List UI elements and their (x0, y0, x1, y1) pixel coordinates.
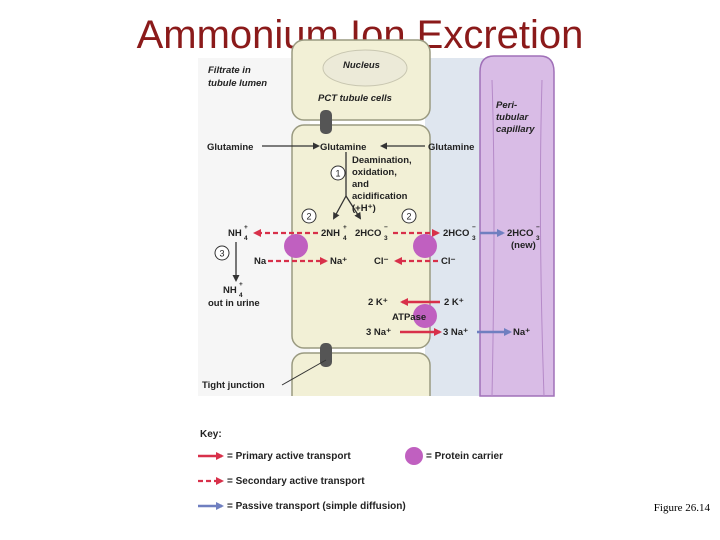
filtrate-label-line1: Filtrate in (208, 65, 251, 76)
nucleus-shape (322, 49, 408, 87)
cl-cell-label: Cl⁻ (374, 256, 389, 267)
hco3-interstitium-sub: 3 (472, 235, 476, 242)
peritubular-label-line2: tubular (496, 112, 529, 123)
nh4-lumen-sup: + (244, 224, 248, 231)
deamination-label-line1: Deamination, (352, 155, 412, 166)
atpase-pump (413, 304, 437, 328)
hco3-blood-text: 2HCO (507, 228, 533, 239)
deamination-to-hco3-arrow (345, 195, 362, 220)
step-2-right-marker: 2 (401, 208, 417, 224)
protein-carrier-apical (284, 234, 308, 258)
cl-interstitium-label: Cl⁻ (441, 256, 456, 267)
nh4-cell-label: 2NH 4 + (321, 224, 347, 242)
step-3-number: 3 (220, 249, 225, 259)
tight-junction-top (320, 110, 332, 134)
tight-junction-leader-line (281, 359, 327, 386)
atpase-label: ATPase (392, 312, 426, 323)
key-passive-label: = Passive transport (simple diffusion) (227, 501, 406, 512)
nucleus-label: Nucleus (343, 60, 380, 71)
nh4-urine-text: NH (223, 285, 237, 296)
key-primary-label: = Primary active transport (227, 451, 351, 462)
hco3-interstitium-sup: − (472, 224, 476, 231)
nh4-cell-text: 2NH (321, 228, 340, 239)
key-secondary-label: = Secondary active transport (227, 476, 365, 487)
hco3-new-label: (new) (511, 240, 536, 251)
deamination-label-line5: (+H⁺) (352, 203, 376, 214)
key-carrier-label: = Protein carrier (426, 451, 503, 462)
hco3-cell-label: 2HCO 3 − (355, 224, 388, 242)
glutamine-interstitium-label: Glutamine (428, 142, 474, 153)
key-protein-carrier-swatch (405, 447, 423, 465)
nh4-cell-sub: 4 (343, 235, 347, 242)
nh4-lumen-label: NH 4 + (228, 224, 248, 242)
peritubular-label-line3: capillary (496, 124, 535, 135)
hco3-blood-sup: − (536, 224, 540, 231)
k-interstitium-label: 2 K⁺ (444, 297, 464, 308)
deamination-label-line4: acidification (352, 191, 408, 202)
diagram-lower-mask (198, 396, 558, 426)
key-heading: Key: (200, 429, 222, 440)
hco3-cell-sup: − (384, 224, 388, 231)
nh4-urine-sup: + (239, 281, 243, 288)
hco3-blood-sub: 3 (536, 235, 540, 242)
glutamine-lumen-label: Glutamine (207, 142, 253, 153)
nh4-urine-sub: 4 (239, 292, 243, 299)
step-1-number: 1 (336, 169, 341, 179)
out-in-urine-label: out in urine (208, 298, 260, 309)
capillary-inner-wall (491, 79, 545, 397)
na-blood-label: Na⁺ (513, 327, 530, 338)
na3-interstitium-label: 3 Na⁺ (443, 327, 468, 338)
deamination-label-line2: oxidation, (352, 167, 397, 178)
nh4-urine-label: NH 4 + (223, 281, 243, 299)
na-lumen-label: Na (254, 256, 267, 267)
deamination-to-nh4-arrow (333, 195, 347, 220)
deamination-label-line3: and (352, 179, 369, 190)
na-cell-label: Na⁺ (330, 256, 347, 267)
figure-caption: Figure 26.14 (653, 502, 710, 514)
hco3-blood-label: 2HCO 3 − (507, 224, 540, 242)
peritubular-label-line1: Peri- (496, 100, 517, 111)
hco3-cell-sub: 3 (384, 235, 388, 242)
hco3-cell-text: 2HCO (355, 228, 381, 239)
tight-junction-bottom (320, 343, 332, 367)
step-2-right-number: 2 (407, 212, 412, 222)
step-3-marker: 3 (214, 245, 230, 261)
k-cell-label: 2 K⁺ (368, 297, 388, 308)
hco3-interstitium-label: 2HCO 3 − (443, 224, 476, 242)
pct-cells-label: PCT tubule cells (318, 93, 392, 104)
nh4-lumen-sub: 4 (244, 235, 248, 242)
hco3-interstitium-text: 2HCO (443, 228, 469, 239)
na3-cell-label: 3 Na⁺ (366, 327, 391, 338)
step-1-marker: 1 (330, 165, 346, 181)
peritubular-capillary-shape (479, 55, 555, 397)
step-2-left-number: 2 (307, 212, 312, 222)
glutamine-cell-label: Glutamine (320, 142, 366, 153)
protein-carrier-basolateral (413, 234, 437, 258)
tight-junction-label: Tight junction (202, 380, 265, 391)
step-2-left-marker: 2 (301, 208, 317, 224)
filtrate-label-line2: tubule lumen (208, 78, 267, 89)
nh4-cell-sup: + (343, 224, 347, 231)
nh4-lumen-text: NH (228, 228, 242, 239)
